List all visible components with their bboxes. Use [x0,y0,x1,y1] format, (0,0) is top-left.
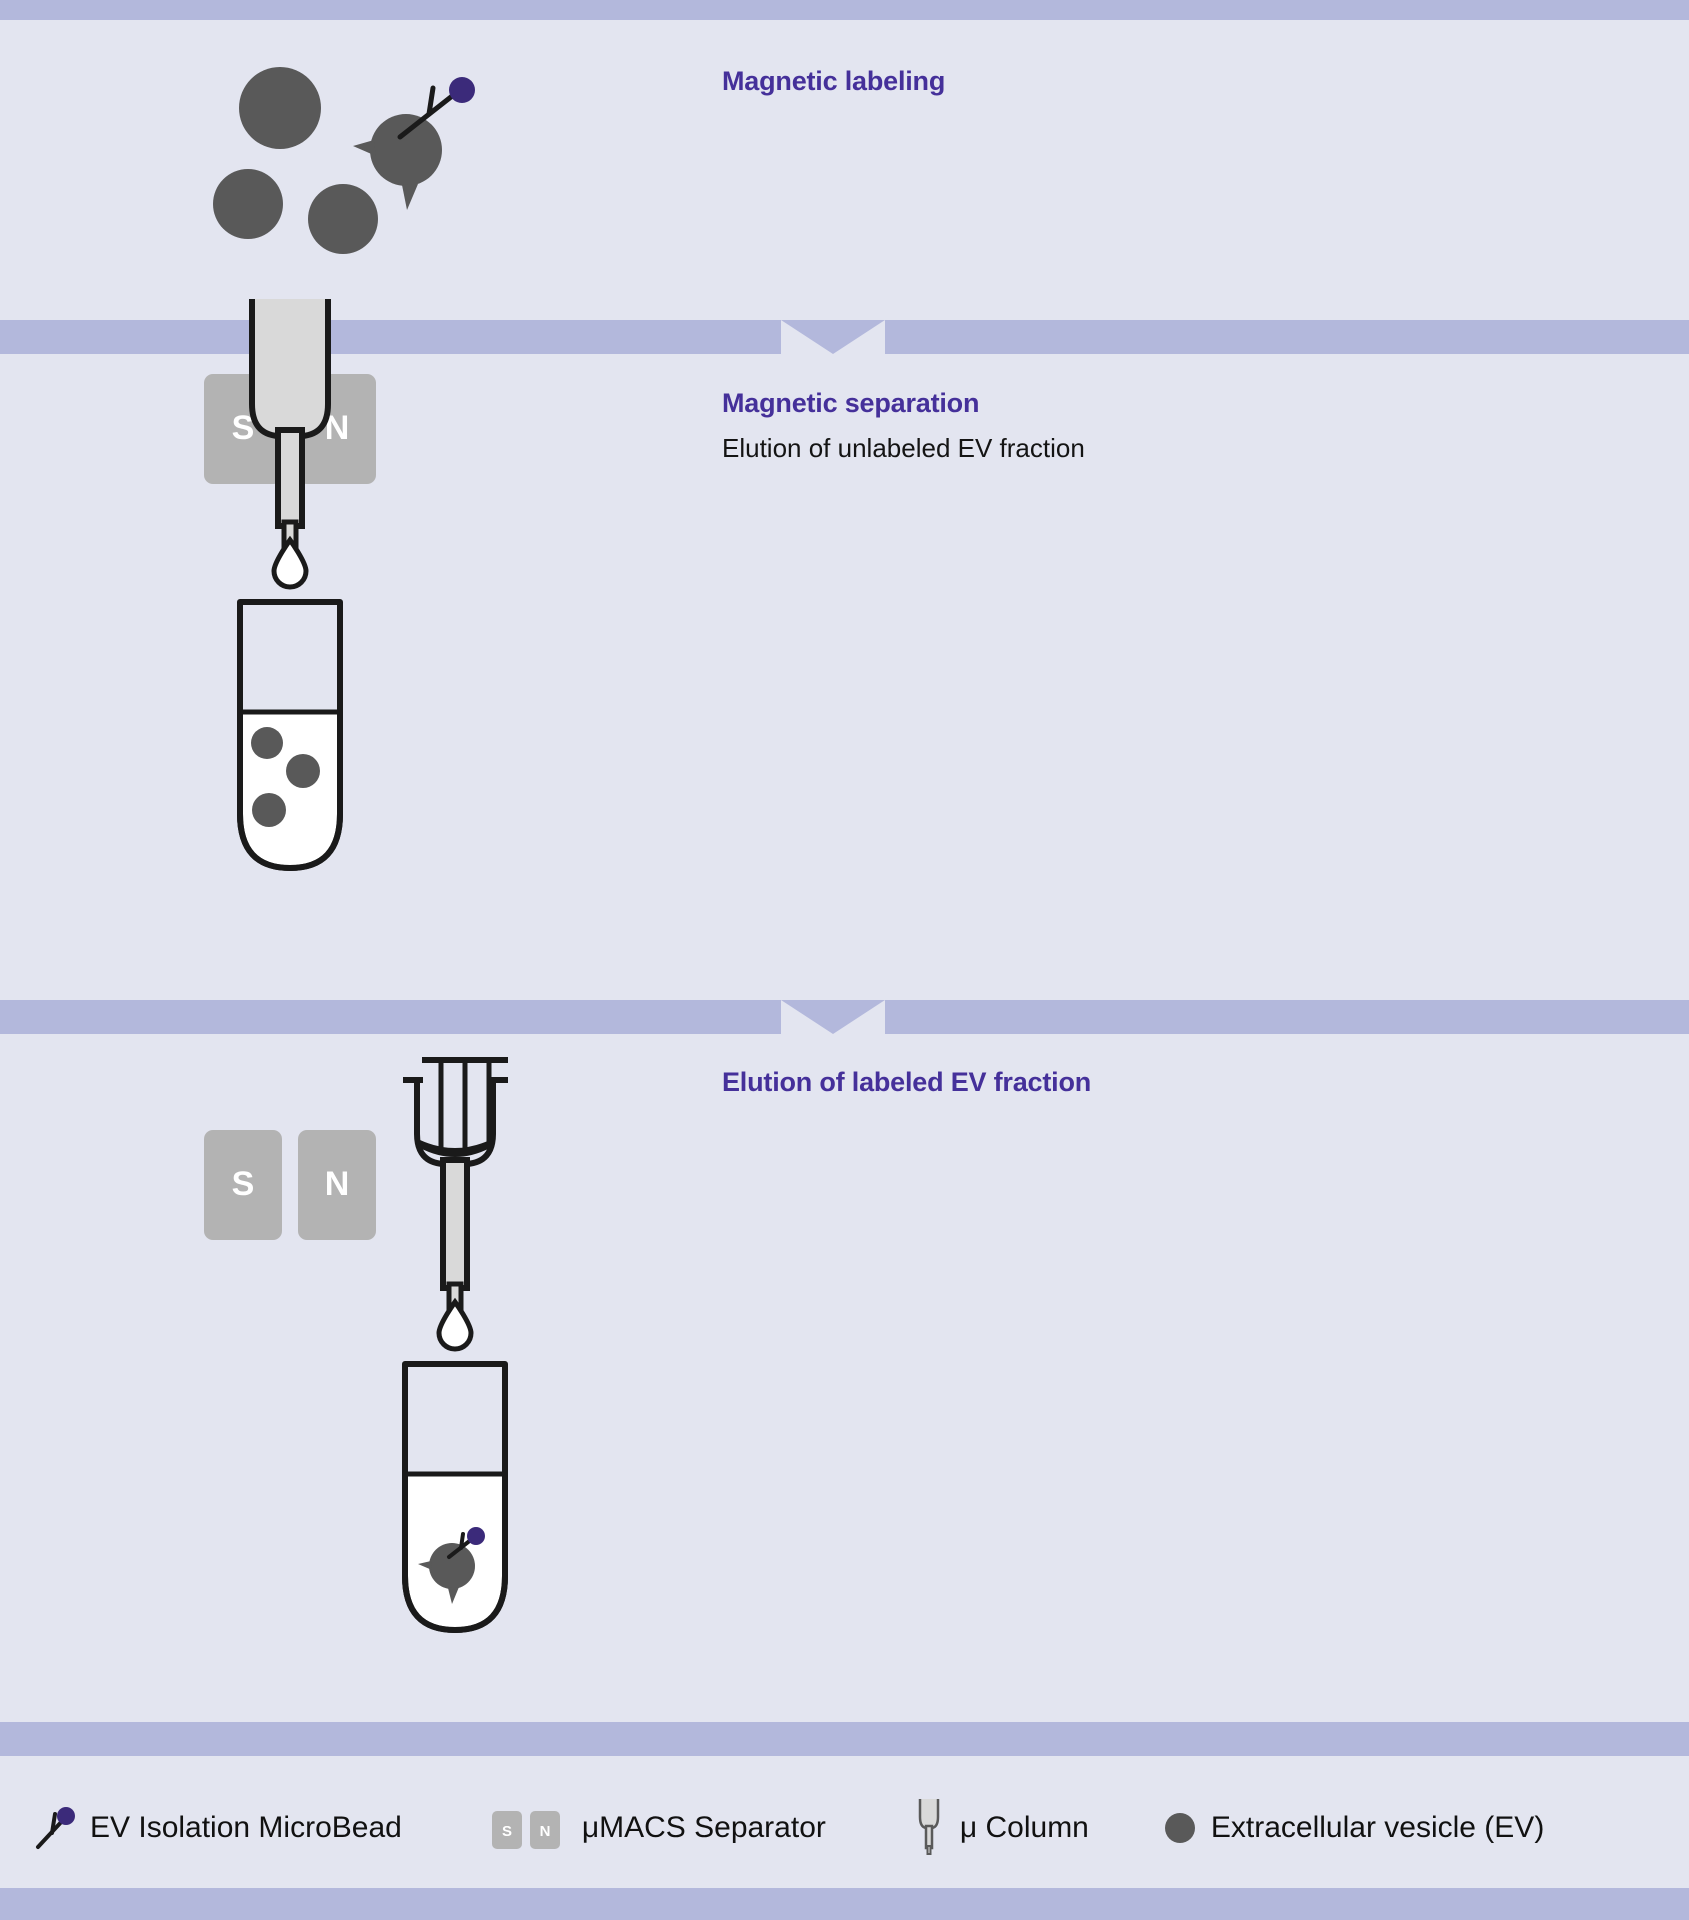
svg-text:N: N [539,1823,550,1840]
umacs-separator-icon: S N [204,1130,376,1240]
panel-2-title: Magnetic separation [722,388,980,418]
divider-notch-1 [781,320,885,354]
collection-tube-icon [237,599,343,871]
magnet-north-label: N [325,409,350,447]
magnet-south-label: S [232,409,255,447]
vesicle-spike-icon [402,184,418,210]
magnet-south-block [204,374,282,484]
extracellular-vesicle-icon [252,793,286,827]
panel-3-illustration: S N [190,1044,610,1704]
extracellular-vesicle-icon [429,1543,475,1589]
collection-tube-icon [402,1361,508,1633]
legend-bar: EV Isolation MicroBead S N μMACS Separat… [0,1756,1689,1888]
microbead-arm-icon [426,85,436,117]
extracellular-vesicle-icon [239,67,321,149]
micro-column-plunger-icon [403,1057,508,1313]
microbead-stalk-icon [447,1537,474,1559]
microbead-arm-icon [459,1532,465,1550]
panel-2-subtitle: Elution of unlabeled EV fraction [722,433,1085,463]
svg-text:S: S [502,1823,512,1840]
legend-row: EV Isolation MicroBead S N μMACS Separat… [30,1778,1544,1878]
droplet-icon [271,535,309,590]
legend-label: EV Isolation MicroBead [90,1811,402,1844]
panel-1-illustration [190,40,530,270]
panel-1-title: Magnetic labeling [722,66,946,96]
panel-magnetic-labeling: Magnetic labeling [0,20,1689,320]
divider-notch-2 [781,1000,885,1034]
panel-elution-labeled: Elution of labeled EV fraction S N [0,1034,1689,1722]
extracellular-vesicle-icon [370,114,442,186]
ev-isolation-microbead-icon [467,1527,485,1545]
micro-column-icon [912,1797,946,1859]
magnet-north-label: N [325,1165,350,1203]
bottom-band [0,1888,1689,1920]
extracellular-vesicle-icon [286,754,320,788]
ev-isolation-microbead-icon [449,77,475,103]
magnet-north-block [298,1130,376,1240]
legend-item-separator: S N μMACS Separator [490,1803,826,1853]
legend-item-column: μ Column [912,1797,1089,1859]
magnet-south-label: S [232,1165,255,1203]
legend-label: μMACS Separator [581,1811,826,1844]
legend-top-band [0,1722,1689,1756]
droplet-icon [436,1297,474,1352]
microbead-stalk-icon [397,90,459,140]
umacs-separator-icon: S N [490,1803,568,1853]
legend-label: Extracellular vesicle (EV) [1210,1811,1545,1844]
legend-item-microbead: EV Isolation MicroBead [30,1803,402,1853]
labeled-vesicle-group [353,77,475,210]
panel-magnetic-separation: Magnetic separation Elution of unlabeled… [0,299,1689,1000]
vesicle-spike-icon [418,1561,432,1570]
extracellular-vesicle-icon [308,184,378,254]
magnet-south-block [204,1130,282,1240]
extracellular-vesicle-icon [1163,1811,1197,1845]
top-band [0,0,1689,20]
legend-label: μ Column [959,1811,1089,1844]
vesicle-spike-icon [448,1587,459,1604]
ev-isolation-microbead-icon [30,1803,76,1853]
panel-2-illustration: S N [190,299,590,964]
magnet-north-block [298,374,376,484]
vesicle-spike-icon [353,140,376,156]
panel-3-title: Elution of labeled EV fraction [722,1067,1092,1097]
extracellular-vesicle-icon [251,727,283,759]
umacs-separator-icon: S N [204,374,376,484]
extracellular-vesicle-icon [213,169,283,239]
labeled-vesicle-group [418,1527,485,1604]
legend-item-vesicle: Extracellular vesicle (EV) [1163,1811,1544,1845]
